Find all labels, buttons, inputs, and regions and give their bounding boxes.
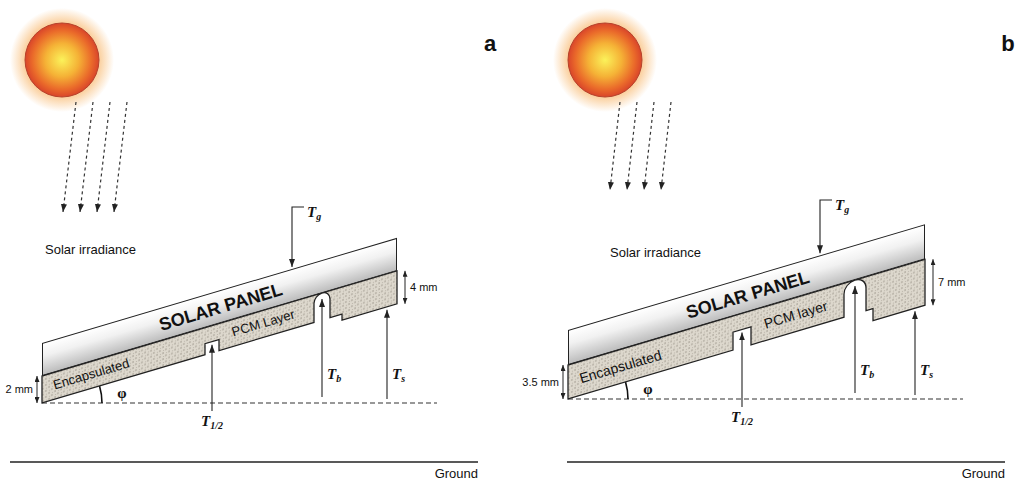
ground-label: Ground (435, 467, 478, 482)
symbol-letter: T (731, 409, 740, 425)
dimension-label: 3.5 mm (522, 376, 559, 389)
temperature-symbol: Tg (835, 197, 849, 215)
sun (25, 23, 99, 97)
irradiance-ray (97, 102, 110, 212)
symbol-letter: T (392, 366, 401, 382)
ground-line (10, 461, 478, 463)
temperature-leader (211, 345, 212, 411)
tilt-angle-arc (100, 386, 102, 403)
irradiance-ray (661, 102, 671, 190)
angle-symbol: φ (117, 386, 126, 401)
angle-symbol: φ (643, 382, 652, 397)
temperature-leader (741, 332, 742, 407)
symbol-subscript: 1/2 (210, 420, 223, 431)
temperature-leader (820, 200, 832, 253)
temperature-leader (321, 299, 322, 397)
irradiance-ray (610, 102, 620, 190)
symbol-subscript: g (316, 211, 321, 222)
symbol-subscript: b (869, 369, 874, 380)
temperature-leader (914, 311, 915, 395)
thickness-dimension (933, 259, 934, 305)
sun (568, 23, 642, 97)
symbol-letter: T (835, 197, 844, 213)
symbol-subscript: b (336, 373, 341, 384)
symbol-subscript: 1/2 (740, 416, 753, 427)
symbol-letter: T (920, 362, 929, 378)
sun-glow (553, 8, 657, 112)
symbol-subscript: s (929, 369, 933, 380)
tilt-angle-arc (626, 382, 628, 399)
irradiance-ray (644, 102, 654, 190)
symbol-subscript: s (401, 373, 405, 384)
temperature-symbol: T1/2 (731, 409, 753, 427)
symbol-subscript: g (844, 204, 849, 215)
temperature-symbol: Tb (860, 362, 874, 380)
irradiance-label: Solar irradiance (45, 243, 136, 258)
symbol-letter: T (307, 204, 316, 220)
thickness-dimension (563, 365, 564, 399)
thickness-dimension (405, 271, 406, 304)
panel-letter: a (484, 31, 496, 56)
ground-label: Ground (962, 467, 1005, 482)
symbol-letter: T (860, 362, 869, 378)
temperature-symbol: Tb (327, 366, 341, 384)
temperature-symbol: Ts (920, 362, 933, 380)
panel-illustration (553, 8, 1005, 462)
temperature-leader (386, 310, 387, 399)
symbol-letter: T (201, 413, 210, 429)
irradiance-ray (63, 102, 76, 212)
dimension-label: 4 mm (410, 281, 438, 294)
pcm-shape (568, 259, 925, 411)
irradiance-label: Solar irradiance (610, 246, 701, 261)
symbol-letter: T (327, 366, 336, 382)
ground-line (567, 461, 1005, 463)
temperature-leader (854, 286, 855, 393)
temperature-leader (292, 207, 304, 267)
panel-letter: b (1001, 31, 1014, 56)
dimension-label: 7 mm (938, 276, 966, 289)
temperature-symbol: T1/2 (201, 413, 223, 431)
irradiance-ray (627, 102, 637, 190)
temperature-symbol: Tg (307, 204, 321, 222)
thickness-dimension (37, 376, 38, 403)
panel-illustration (10, 8, 478, 462)
temperature-symbol: Ts (392, 366, 405, 384)
sun-glow (10, 8, 114, 112)
pcm-shape (42, 271, 397, 409)
irradiance-ray (114, 102, 127, 212)
panel-assembly: SOLAR PANELEncapsulatedPCM Layer (42, 238, 397, 409)
dimension-label: 2 mm (6, 383, 34, 396)
irradiance-ray (80, 102, 93, 212)
